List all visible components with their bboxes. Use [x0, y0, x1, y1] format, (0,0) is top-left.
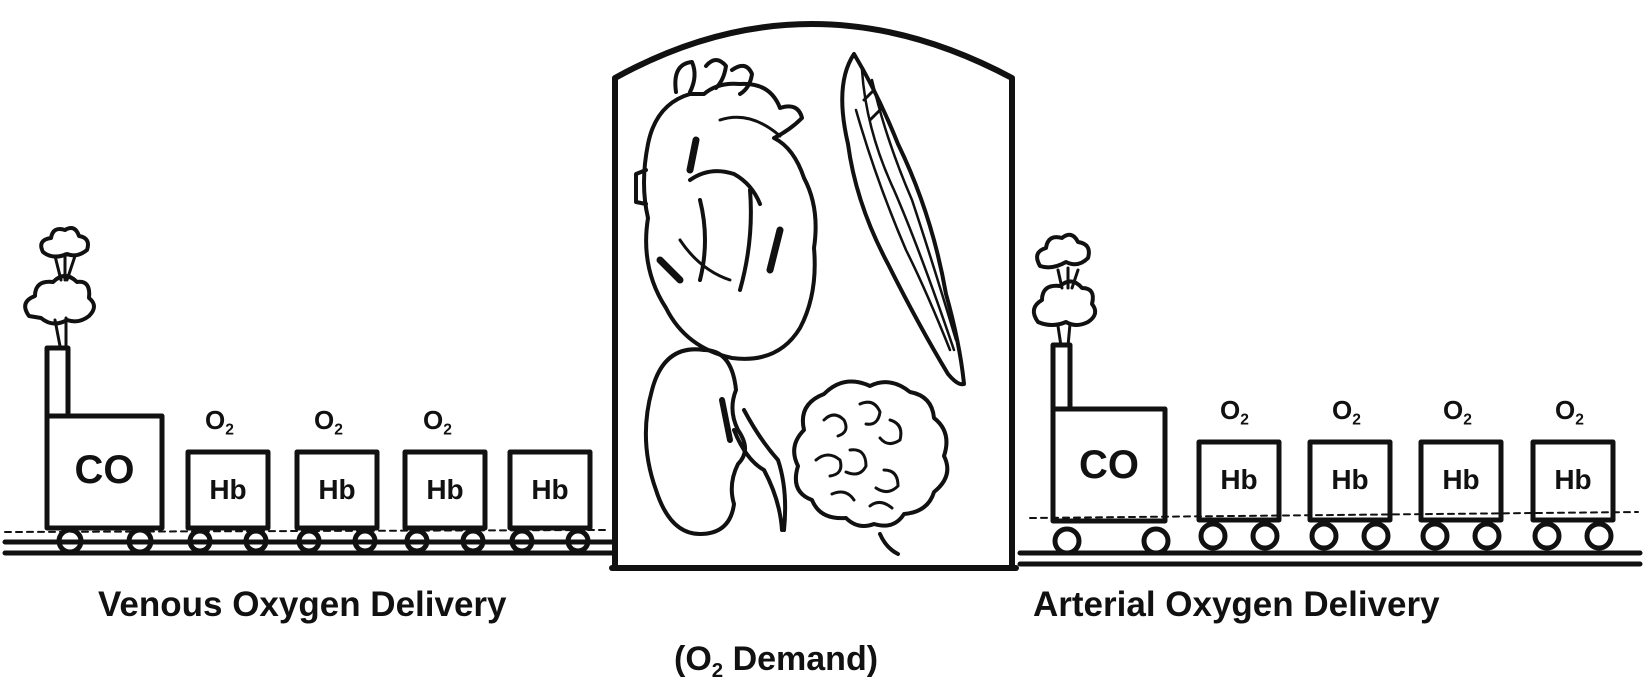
o2-subscript: 2 — [225, 421, 234, 438]
caption-suffix: Demand) — [723, 640, 878, 678]
kidney-icon — [646, 349, 785, 534]
venous-o2-label-3: O2 — [423, 405, 452, 439]
arterial-delivery-label: Arterial Oxygen Delivery — [1033, 585, 1440, 625]
venous-hb-label-2: Hb — [297, 474, 377, 506]
venous-engine — [25, 228, 162, 552]
venous-hb-label-3: Hb — [405, 474, 485, 506]
arterial-hb-label-1: Hb — [1199, 464, 1279, 496]
arterial-o2-label-3: O2 — [1443, 395, 1472, 429]
brain-icon — [794, 382, 947, 555]
o2-text: O — [1443, 395, 1463, 425]
o2-text: O — [314, 405, 334, 435]
venous-hb-label-4: Hb — [510, 474, 590, 506]
arterial-o2-label-1: O2 — [1220, 395, 1249, 429]
o2-subscript: 2 — [1463, 411, 1472, 428]
venous-delivery-label: Venous Oxygen Delivery — [98, 585, 507, 625]
o2-subscript: 2 — [1240, 411, 1249, 428]
o2-subscript: 2 — [443, 421, 452, 438]
venous-engine-label: CO — [47, 448, 162, 493]
arterial-hb-label-3: Hb — [1421, 464, 1501, 496]
o2-text: O — [423, 405, 443, 435]
o2-text: O — [205, 405, 225, 435]
muscle-icon — [842, 54, 964, 384]
arterial-o2-label-2: O2 — [1332, 395, 1361, 429]
o2-text: O — [1332, 395, 1352, 425]
caption-prefix: (O — [674, 640, 712, 678]
arterial-hb-label-4: Hb — [1533, 464, 1613, 496]
arterial-o2-label-4: O2 — [1555, 395, 1584, 429]
venous-o2-label-2: O2 — [314, 405, 343, 439]
o2-subscript: 2 — [1352, 411, 1361, 428]
venous-o2-label-1: O2 — [205, 405, 234, 439]
arterial-hb-label-2: Hb — [1310, 464, 1390, 496]
venous-hb-label-1: Hb — [188, 474, 268, 506]
tissue-building — [612, 24, 1016, 568]
o2-text: O — [1555, 395, 1575, 425]
arterial-engine — [1034, 235, 1168, 553]
o2-subscript: 2 — [334, 421, 343, 438]
heart-icon — [636, 60, 816, 359]
o2-demand-caption: (O2 Demand) — [674, 640, 878, 683]
caption-subscript: 2 — [712, 660, 723, 682]
o2-subscript: 2 — [1575, 411, 1584, 428]
o2-text: O — [1220, 395, 1240, 425]
arterial-engine-label: CO — [1053, 443, 1165, 488]
